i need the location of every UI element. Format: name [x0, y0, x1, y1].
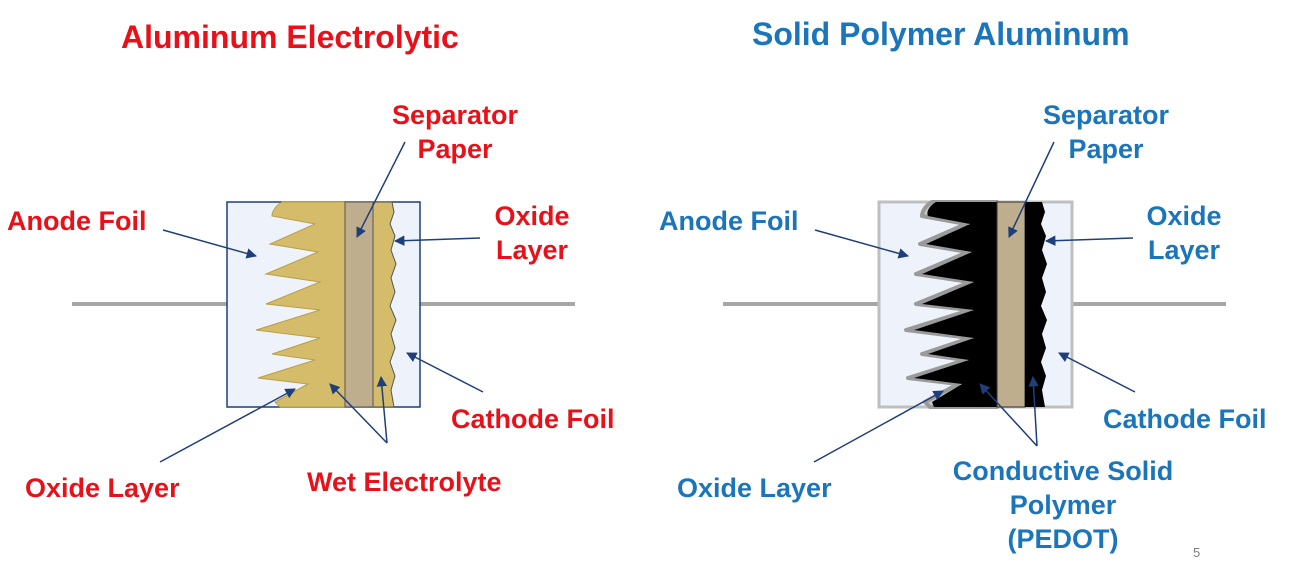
arrow-left-anode-foil: [162, 229, 258, 259]
right-polymer-line3: (PEDOT): [1007, 524, 1119, 554]
arrow-left-wet-electrolyte-2: [376, 375, 388, 444]
left-wet-electrolyte-label: Wet Electrolyte: [307, 467, 502, 497]
right-anode-foil-label: Anode Foil: [659, 206, 799, 236]
arrow-right-polymer-2: [1028, 375, 1039, 447]
arrow-left-wet-electrolyte-1: [329, 383, 388, 444]
arrow-left-oxide-bottom: [159, 388, 296, 463]
arrow-right-separator: [1008, 141, 1055, 238]
arrow-right-cathode: [1058, 352, 1136, 393]
left-separator-paper-label: Separator Paper: [380, 98, 530, 166]
left-oxide-layer-right-label: Oxide Layer: [482, 199, 582, 267]
right-oxide-right-line1: Oxide: [1146, 201, 1222, 231]
arrow-right-oxide-bottom: [813, 390, 944, 463]
right-conductive-polymer-label: Conductive Solid Polymer (PEDOT): [935, 454, 1191, 556]
left-oxide-right-line2: Layer: [495, 235, 569, 265]
right-title: Solid Polymer Aluminum: [752, 16, 1130, 52]
left-cathode-foil-label: Cathode Foil: [451, 404, 615, 434]
left-electrolyte-strip: [372, 201, 397, 408]
left-wet-electrolyte: [255, 201, 346, 408]
right-polymer-line1: Conductive Solid: [952, 456, 1174, 486]
left-oxide-right-line1: Oxide: [494, 201, 570, 231]
arrow-right-anode-foil: [814, 229, 910, 259]
left-title: Aluminum Electrolytic: [121, 19, 459, 55]
right-conductive-polymer: [914, 202, 997, 407]
right-oxide-layer-bottom-label: Oxide Layer: [677, 473, 832, 503]
left-oxide-layer-bottom-label: Oxide Layer: [25, 473, 180, 503]
right-cathode-foil-label: Cathode Foil: [1103, 404, 1267, 434]
right-separator-paper-line2: Paper: [1068, 134, 1144, 164]
right-polymer-line2: Polymer: [1009, 490, 1117, 520]
right-capacitor: [723, 141, 1226, 463]
arrow-right-oxide-right: [1044, 235, 1134, 246]
left-separator-paper-line1: Separator: [391, 100, 519, 130]
right-polymer-strip: [1025, 202, 1047, 407]
arrow-left-separator: [356, 141, 406, 238]
right-separator-paper-label: Separator Paper: [1031, 98, 1181, 166]
right-separator-paper-line1: Separator: [1042, 100, 1170, 130]
arrow-right-polymer-1: [979, 383, 1038, 447]
left-capacitor: [72, 141, 575, 463]
arrow-left-oxide-right: [393, 235, 481, 246]
right-oxide-right-line2: Layer: [1147, 235, 1221, 265]
page-number: 5: [1193, 545, 1201, 560]
arrow-left-cathode: [406, 352, 484, 393]
left-anode-foil-label: Anode Foil: [7, 206, 147, 236]
right-oxide-layer-right-label: Oxide Layer: [1134, 199, 1234, 267]
left-separator-paper-line2: Paper: [417, 134, 493, 164]
